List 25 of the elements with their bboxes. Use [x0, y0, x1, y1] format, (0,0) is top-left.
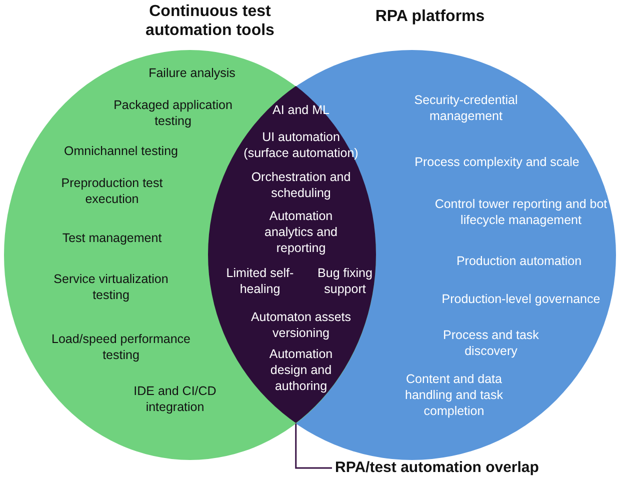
item-label: Test management [61, 230, 163, 246]
item-label: Orchestration and scheduling [250, 169, 352, 201]
item-label: Preproduction test execution [60, 175, 164, 207]
item-label: Load/speed performance testing [51, 331, 191, 363]
item-label: IDE and CI/CD integration [132, 383, 218, 415]
callout-text: RPA/test automation overlap [335, 459, 539, 476]
item-label: Production automation [455, 253, 583, 269]
item-label: Automation design and authoring [268, 346, 334, 394]
item-label: Automaton assets versioning [250, 309, 352, 341]
item-label: Process complexity and scale [414, 154, 580, 170]
item-label: Content and data handling and task completion [404, 371, 504, 419]
item-label: Process and task discovery [442, 327, 540, 359]
item-label: Packaged application testing [112, 97, 234, 129]
item-label: Production-level governance [440, 291, 602, 307]
item-label: Control tower reporting and bot lifecycle management [434, 196, 608, 228]
item-label: Failure analysis [148, 65, 236, 81]
item-label: Limited self-healing [225, 265, 295, 297]
item-label: Automation analytics and reporting [264, 208, 338, 256]
item-label: Service virtualization testing [52, 271, 170, 303]
item-label: Bug fixing support [316, 265, 374, 297]
item-label: Security-credential management [413, 92, 519, 124]
leader-line [295, 424, 332, 469]
circle-heading: Continuous test automation tools [144, 2, 276, 40]
circle-heading: RPA platforms [374, 7, 486, 26]
item-label: Omnichannel testing [63, 143, 179, 159]
